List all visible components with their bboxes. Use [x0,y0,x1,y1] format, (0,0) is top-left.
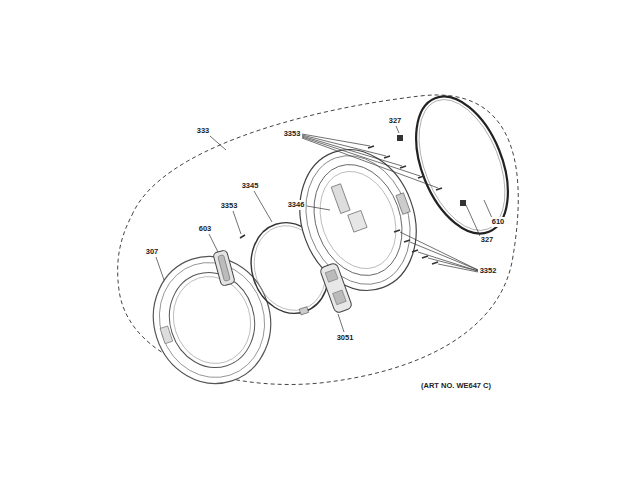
door-latch [319,262,352,313]
callout-number: 3353 [283,129,302,139]
callout-number: 327 [388,116,403,126]
door-handle [213,250,235,286]
callout-number: 307 [145,247,160,257]
callout-number: 3346 [287,200,306,210]
assembly-boundary [118,95,519,385]
callout-number: 603 [198,224,213,234]
callout-number: 3345 [241,181,260,191]
door-seal [398,83,526,246]
retainer-clips [397,135,466,206]
art-number: (ART NO. WE647 C) [420,381,492,391]
callout-number: 333 [196,126,211,136]
callout-number: 3051 [336,333,355,343]
callout-number: 610 [491,217,506,227]
callout-number: 327 [480,235,495,245]
door-ring [137,241,287,399]
screws [240,146,442,264]
inner-door-panel [281,133,435,307]
callout-number: 3353 [220,201,239,211]
leader-lines [156,126,492,332]
callout-number: 3352 [479,266,498,276]
